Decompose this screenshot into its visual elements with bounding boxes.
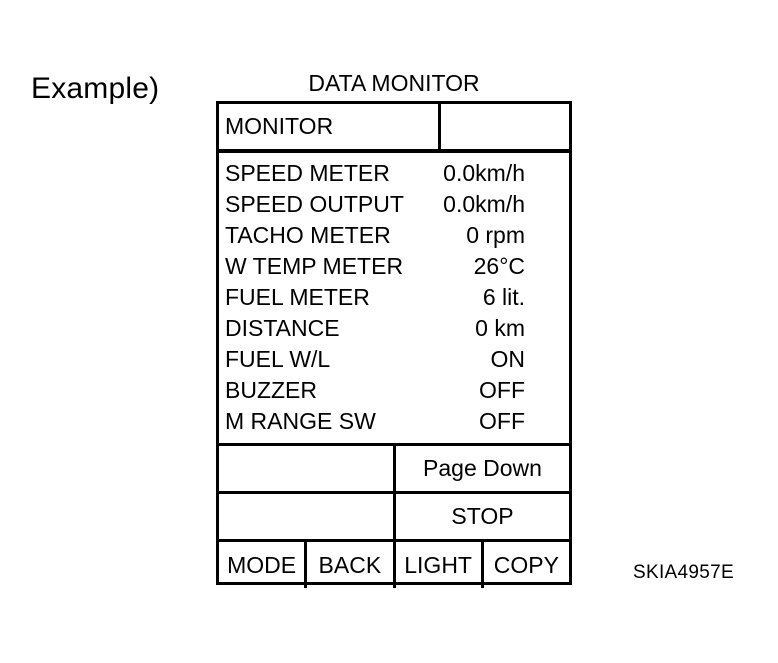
data-item-value: OFF <box>479 408 525 434</box>
softkey-row-stop: STOP <box>219 494 569 542</box>
data-item-label: M RANGE SW <box>225 408 376 434</box>
monitor-header-value <box>441 104 569 149</box>
data-row: DISTANCE 0 km <box>219 313 569 344</box>
data-row: SPEED METER 0.0km/h <box>219 158 569 189</box>
data-item-label: DISTANCE <box>225 315 340 341</box>
monitor-header-row: MONITOR <box>219 104 569 153</box>
data-item-label: FUEL W/L <box>225 346 331 372</box>
softkey-blank-left <box>219 494 396 539</box>
data-item-label: W TEMP METER <box>225 253 404 279</box>
data-item-value: 0.0km/h <box>443 160 525 186</box>
data-row: FUEL METER 6 lit. <box>219 282 569 313</box>
data-row: BUZZER OFF <box>219 375 569 406</box>
button-back[interactable]: BACK <box>307 542 396 588</box>
data-item-value: 6 lit. <box>482 284 525 310</box>
data-monitor-screen: MONITOR SPEED METER 0.0km/h SPEED OUTPUT… <box>216 101 572 588</box>
softkey-row-page-down: Page Down <box>219 446 569 494</box>
data-item-value: 0.0km/h <box>443 191 525 217</box>
data-row: FUEL W/L ON <box>219 344 569 375</box>
button-copy[interactable]: COPY <box>493 551 559 578</box>
data-row: M RANGE SW OFF <box>219 406 569 437</box>
figure-reference-code: SKIA4957E <box>633 562 734 583</box>
example-caption: Example) <box>31 72 160 105</box>
data-item-value: 0 rpm <box>466 222 525 248</box>
softkey-blank-left <box>219 446 396 491</box>
data-item-value: 0 km <box>475 315 525 341</box>
data-item-value: OFF <box>479 377 525 403</box>
data-row: SPEED OUTPUT 0.0km/h <box>219 189 569 220</box>
button-mode[interactable]: MODE <box>219 542 308 588</box>
data-item-label: BUZZER <box>225 377 317 403</box>
data-item-value: ON <box>490 346 526 372</box>
data-item-label: FUEL METER <box>225 284 370 310</box>
data-row: W TEMP METER 26°C <box>219 251 569 282</box>
softkey-stop[interactable]: STOP <box>451 503 514 529</box>
data-item-value: 26°C <box>473 253 525 279</box>
data-item-label: SPEED OUTPUT <box>225 191 404 217</box>
data-item-label: SPEED METER <box>225 160 390 186</box>
screen-title: DATA MONITOR <box>308 70 480 96</box>
softkey-page-down[interactable]: Page Down <box>423 455 542 481</box>
button-light[interactable]: LIGHT <box>396 542 484 588</box>
data-item-list: SPEED METER 0.0km/h SPEED OUTPUT 0.0km/h… <box>219 153 569 446</box>
data-item-label: TACHO METER <box>225 222 391 248</box>
hard-key-row: MODE BACK LIGHT COPY <box>219 542 569 588</box>
monitor-header-label: MONITOR <box>219 104 441 149</box>
data-row: TACHO METER 0 rpm <box>219 220 569 251</box>
